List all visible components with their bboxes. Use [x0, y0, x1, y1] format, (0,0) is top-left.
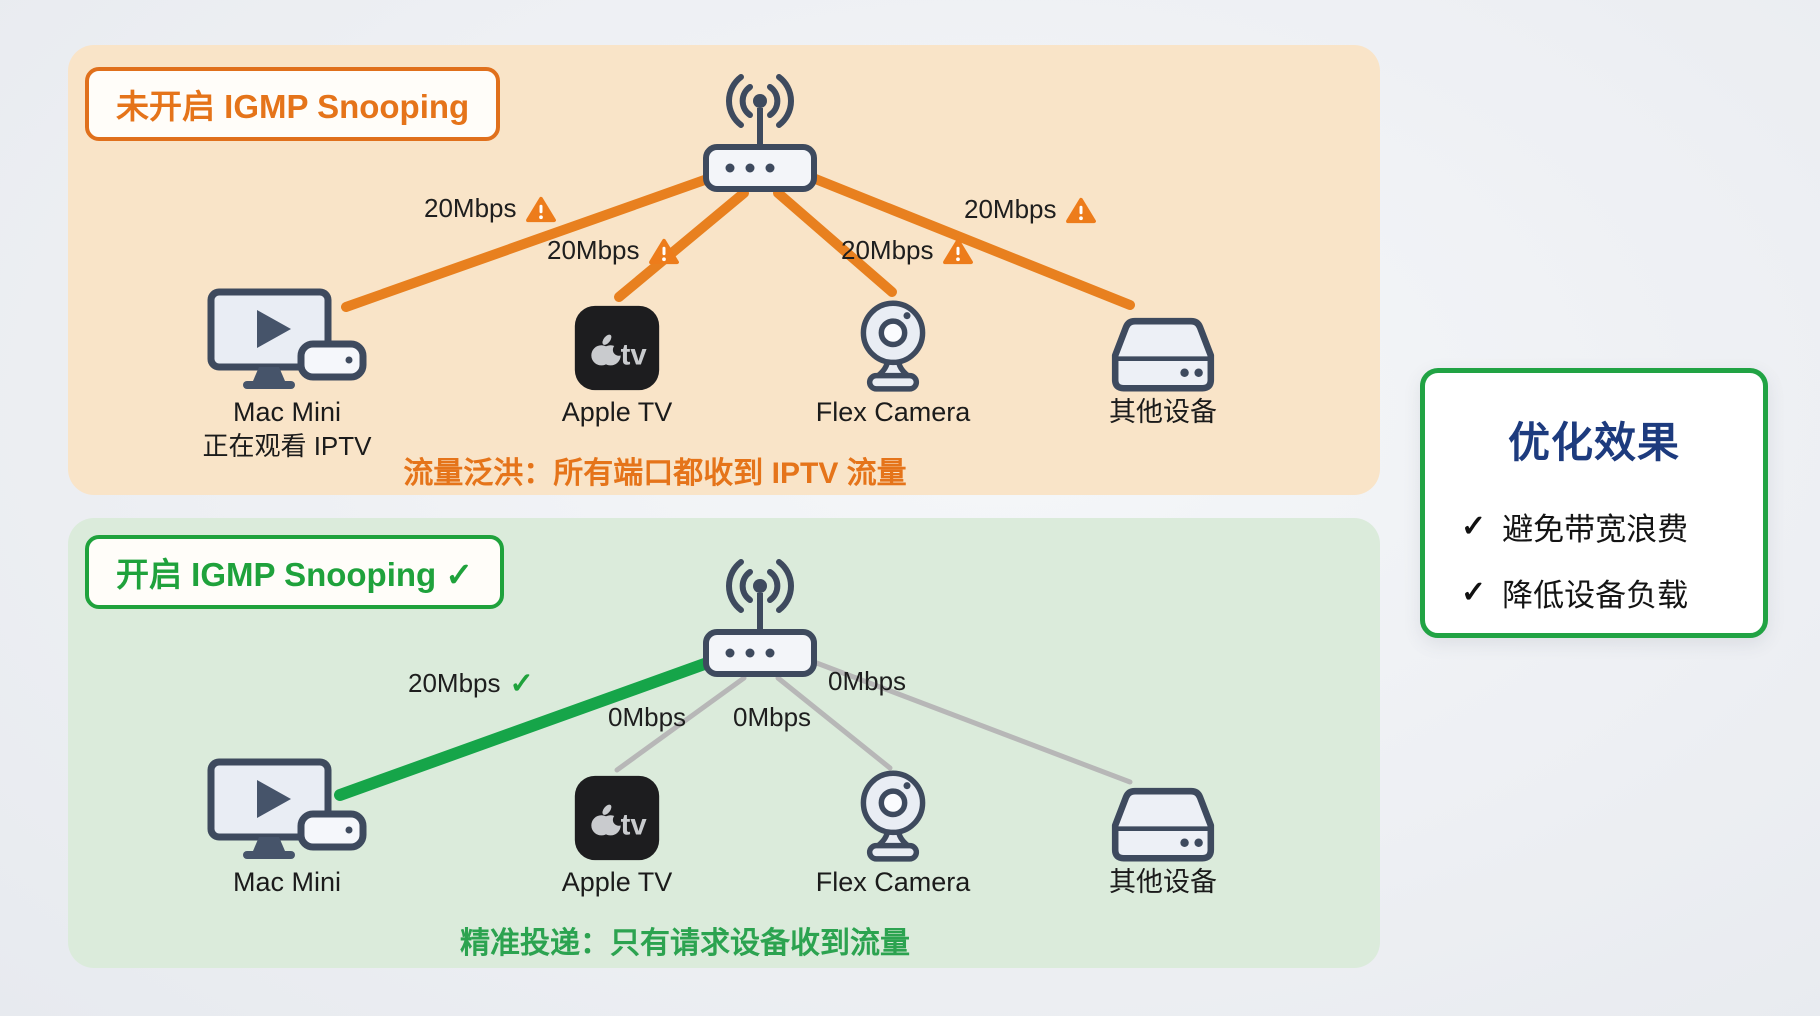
link-label: 20Mbps [424, 193, 556, 224]
bandwidth-text: 20Mbps [408, 668, 501, 698]
bandwidth-text: 0Mbps [608, 702, 687, 732]
device-subtitle: 正在观看 IPTV [202, 431, 372, 462]
wifi-signal-icon [726, 74, 794, 128]
device-apple-tv: tv Apple TV [497, 758, 737, 898]
appletv-logo-text: tv [621, 339, 648, 372]
bandwidth-text: 0Mbps [828, 666, 907, 696]
mac-mini-icon [167, 758, 407, 862]
device-apple-tv: tv Apple TV [497, 288, 737, 428]
device-flex-camera: Flex Camera [773, 288, 1013, 428]
apple-tv-icon: tv [497, 758, 737, 862]
device-name: Flex Camera [815, 397, 971, 427]
mac-mini-icon [167, 288, 407, 392]
bandwidth-text: 20Mbps [547, 235, 640, 265]
network-links-flooding [341, 172, 1135, 312]
device-name: Apple TV [561, 867, 673, 897]
device-name: 其他设备 [1109, 867, 1217, 897]
panel-igmp-on: 开启 IGMP Snooping ✓ 20Mbps ✓ 0Mbps 0Mbps … [68, 518, 1380, 968]
summary-item: ✓ 避免带宽浪费 [1461, 504, 1763, 549]
link-label: 0Mbps [608, 702, 686, 733]
device-other: 其他设备 [1043, 288, 1283, 428]
router-icon [703, 559, 817, 677]
router-icon [703, 74, 817, 192]
webcam-icon [773, 288, 1013, 392]
apple-tv-icon: tv [497, 288, 737, 392]
badge-igmp-off: 未开启 IGMP Snooping [85, 67, 501, 141]
warning-icon [648, 238, 679, 264]
network-links-precise [334, 656, 1133, 801]
device-name: Apple TV [561, 397, 673, 427]
summary-item-text: 避免带宽浪费 [1502, 512, 1689, 547]
warning-icon [942, 238, 973, 264]
summary-item-text: 降低设备负载 [1502, 578, 1689, 613]
active-link-line [334, 656, 716, 801]
link-label: 0Mbps [733, 702, 811, 733]
summary-card: 优化效果 ✓ 避免带宽浪费 ✓ 降低设备负载 [1420, 368, 1768, 638]
appletv-logo-text: tv [621, 809, 648, 842]
warning-icon [525, 196, 556, 222]
device-flex-camera: Flex Camera [773, 758, 1013, 898]
idle-link-lines [614, 659, 1133, 785]
flood-link-lines [341, 172, 1135, 312]
panel-off-caption: 流量泛洪：所有端口都收到 IPTV 流量 [403, 457, 907, 490]
apple-logo-icon [591, 334, 625, 366]
summary-item: ✓ 降低设备负载 [1461, 570, 1763, 615]
warning-icon [1065, 197, 1096, 223]
device-name: Mac Mini [232, 867, 341, 897]
webcam-icon [773, 758, 1013, 862]
badge-igmp-on: 开启 IGMP Snooping ✓ [85, 535, 505, 609]
link-label: 20Mbps [841, 235, 973, 266]
check-icon: ✓ [509, 668, 534, 700]
bandwidth-text: 0Mbps [733, 702, 812, 732]
panel-on-caption: 精准投递：只有请求设备收到流量 [460, 927, 910, 960]
link-label: 0Mbps [828, 666, 906, 697]
generic-device-icon [1043, 758, 1283, 862]
link-label: 20Mbps ✓ [408, 666, 534, 701]
device-other: 其他设备 [1043, 758, 1283, 898]
summary-title: 优化效果 [1507, 419, 1680, 466]
bandwidth-text: 20Mbps [841, 235, 934, 265]
bandwidth-text: 20Mbps [424, 193, 517, 223]
check-icon: ✓ [1461, 510, 1487, 543]
link-label: 20Mbps [547, 235, 679, 266]
panel-igmp-off: 未开启 IGMP Snooping 20Mbps 20Mbps 20Mbps 2… [68, 45, 1380, 495]
link-label: 20Mbps [964, 194, 1096, 225]
apple-logo-icon [591, 804, 625, 836]
summary-list: ✓ 避免带宽浪费 ✓ 降低设备负载 [1425, 504, 1763, 615]
bandwidth-text: 20Mbps [964, 194, 1057, 224]
device-name: Mac Mini [232, 397, 341, 427]
device-name: Flex Camera [815, 867, 971, 897]
check-icon: ✓ [1461, 576, 1487, 609]
device-mac-mini: Mac Mini [167, 758, 407, 898]
wifi-signal-icon [726, 559, 794, 613]
device-name: 其他设备 [1109, 397, 1217, 427]
device-mac-mini: Mac Mini 正在观看 IPTV [167, 288, 407, 463]
generic-device-icon [1043, 288, 1283, 392]
